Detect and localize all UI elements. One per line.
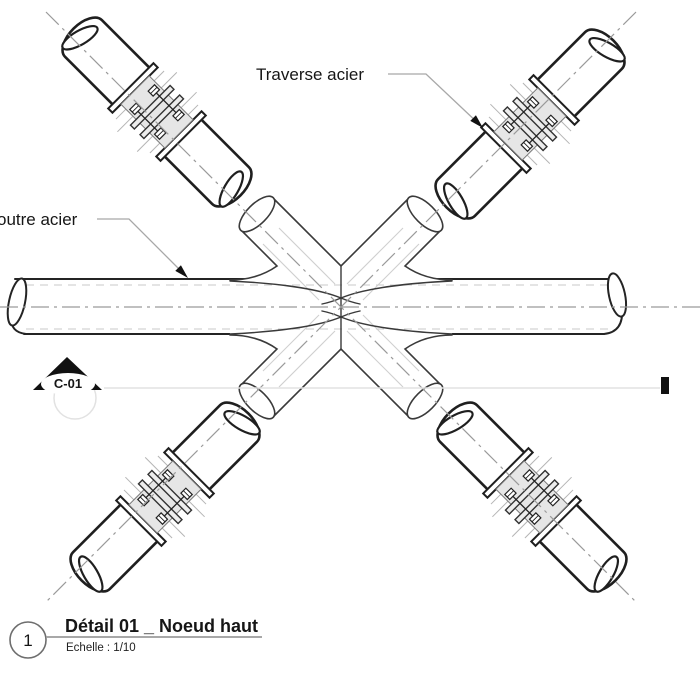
tube-assembly-lower-right — [418, 383, 646, 611]
tube-assembly-upper-left — [43, 0, 271, 226]
stub-hatch — [262, 227, 420, 388]
traverse-leader-line — [388, 73, 481, 126]
drawing-scale: Echelle : 1/10 — [66, 642, 136, 654]
node-stubs — [229, 195, 453, 420]
poutre-leader-line — [97, 218, 186, 276]
annotation-poutre: outre acier — [0, 210, 191, 281]
traverse-acier-label: Traverse acier — [256, 65, 364, 84]
detail-number: 1 — [23, 631, 32, 650]
poutre-acier-label: outre acier — [0, 210, 78, 229]
detail-number-bubble — [9, 621, 47, 659]
annotation-traverse: Traverse acier — [256, 65, 486, 131]
centerlines — [0, 11, 700, 603]
diagonal-centerline-ne-sw — [45, 11, 637, 603]
title-block: 1 Détail 01 _ Noeud haut Echelle : 1/10 — [9, 616, 262, 659]
section-marker-label: C-01 — [54, 376, 82, 391]
tube-assembly-upper-right — [416, 10, 644, 238]
section-line-end-tick — [661, 377, 669, 394]
drawing-title: Détail 01 _ Noeud haut — [65, 616, 258, 636]
tube-assembly-lower-left — [51, 383, 279, 611]
section-marker: C-01 — [33, 357, 669, 420]
